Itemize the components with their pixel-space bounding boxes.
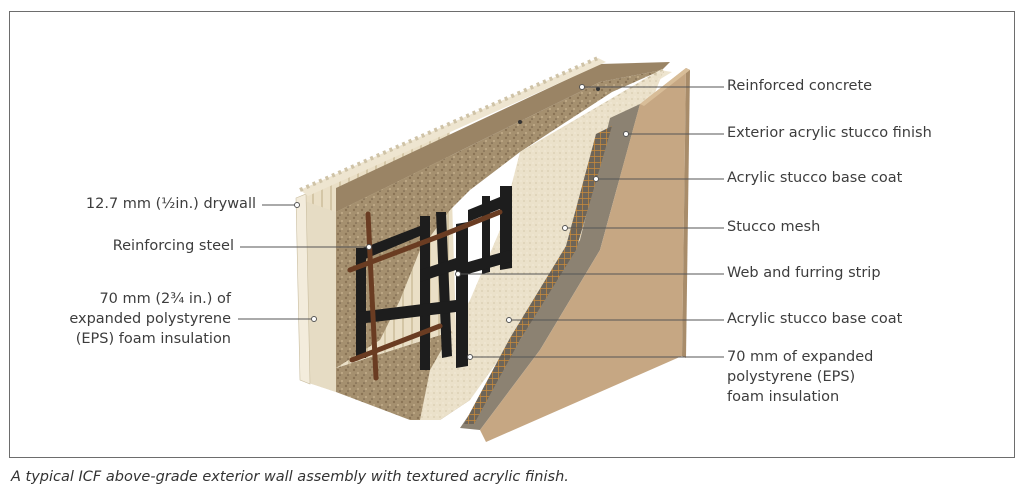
label-reinforced-concrete: Reinforced concrete (727, 78, 873, 94)
concrete-core (336, 62, 670, 368)
callout-dot-drywall (294, 202, 300, 208)
label-eps-inner-line3: (EPS) foam insulation (75, 331, 231, 347)
label-exterior-finish: Exterior acrylic stucco finish (727, 125, 932, 141)
callout-dot-concrete (579, 84, 585, 90)
callout-dot-web (455, 271, 461, 277)
label-stucco-mesh: Stucco mesh (727, 219, 821, 235)
leader-lines-left (238, 202, 372, 322)
stucco-mesh-layer (464, 126, 612, 424)
callout-dot-eps-inner (311, 316, 317, 322)
leader-lines-right (455, 84, 724, 360)
label-drywall: 12.7 mm (½in.) drywall (85, 196, 256, 212)
label-eps-outer-line3: foam insulation (727, 389, 840, 405)
label-eps-outer-line1: 70 mm of expanded (727, 349, 874, 365)
label-base-coat-bottom: Acrylic stucco base coat (727, 311, 903, 327)
label-eps-outer-line2: polystyrene (EPS) (727, 369, 856, 385)
label-base-coat-top: Acrylic stucco base coat (727, 170, 903, 186)
label-eps-inner-line1: 70 mm (2¾ in.) of (99, 291, 231, 307)
stucco-base-coat (460, 104, 640, 430)
web-and-furring-strip (356, 186, 512, 370)
reinforcing-steel (347, 209, 503, 381)
label-reinforcing-steel: Reinforcing steel (112, 238, 234, 254)
callout-dot-mesh (562, 225, 568, 231)
callout-dot-base-coat-bottom (506, 317, 512, 323)
callout-dot-eps-outer (467, 354, 473, 360)
diagram-frame (9, 11, 1015, 458)
callout-dot-steel (366, 244, 372, 250)
label-web-furring: Web and furring strip (727, 265, 881, 281)
label-eps-inner-line2: expanded polystyrene (69, 311, 231, 327)
callout-dot-finish (623, 131, 629, 137)
figure-caption: A typical ICF above-grade exterior wall … (11, 469, 569, 485)
callout-dot-base-coat-top (593, 176, 599, 182)
